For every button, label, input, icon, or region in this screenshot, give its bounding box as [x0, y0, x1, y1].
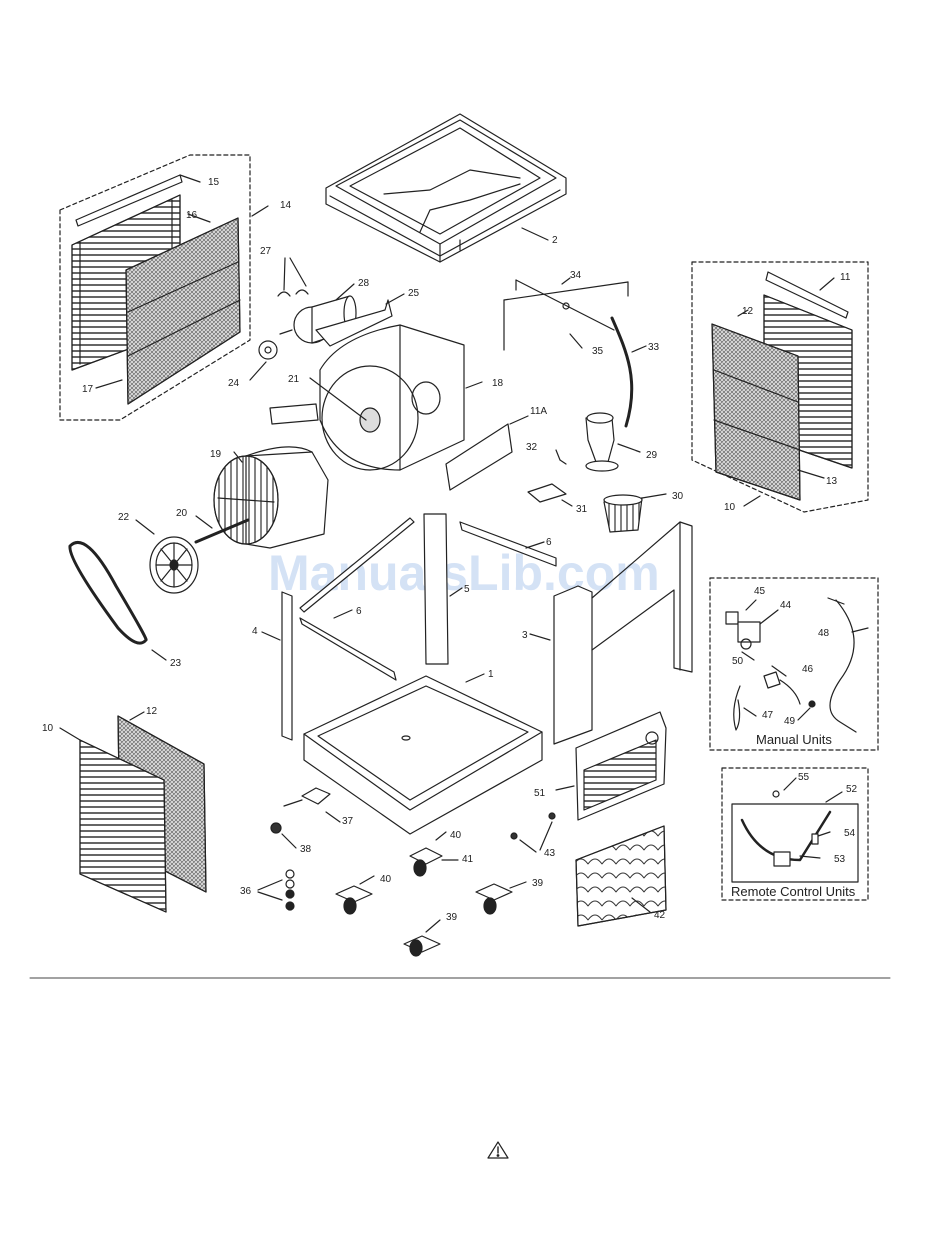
callout-55: 55: [798, 772, 810, 783]
remote-units-label: Remote Control Units: [731, 884, 856, 899]
callout-40b: 40: [380, 874, 392, 885]
callout-36: 36: [240, 886, 252, 897]
callout-37: 37: [342, 816, 354, 827]
callout-42: 42: [654, 910, 666, 921]
callout-11A: 11A: [530, 406, 547, 417]
callout-13: 13: [826, 476, 838, 487]
callout-16: 16: [186, 210, 198, 221]
drive-belt-23: [70, 542, 146, 643]
motor-pulley-24: [259, 341, 277, 359]
callout-5: 5: [464, 584, 470, 595]
callout-48: 48: [818, 628, 830, 639]
callout-12b: 12: [742, 306, 754, 317]
callout-12a: 12: [146, 706, 158, 717]
callout-15: 15: [208, 177, 220, 188]
drain-kit-37: [284, 788, 330, 806]
callout-29: 29: [646, 450, 658, 461]
callout-50: 50: [732, 656, 744, 667]
center-channel-5: [424, 514, 448, 664]
blower-pulley-22: [150, 537, 198, 593]
callout-6b: 6: [356, 606, 362, 617]
callout-28: 28: [358, 278, 370, 289]
pump-29: [586, 413, 618, 471]
pump-bracket-31: [528, 484, 566, 502]
callout-27: 27: [260, 246, 272, 257]
callout-52: 52: [846, 784, 858, 795]
callout-34: 34: [570, 270, 582, 281]
blower-wheel-19: [214, 447, 328, 548]
water-tube-33: [612, 318, 632, 426]
callout-25: 25: [408, 288, 420, 299]
manual-units-label: Manual Units: [756, 732, 832, 747]
callout-54: 54: [844, 828, 856, 839]
callout-23: 23: [170, 658, 182, 669]
callout-44: 44: [780, 600, 792, 611]
callout-45: 45: [754, 586, 766, 597]
callout-30: 30: [672, 491, 684, 502]
callout-51: 51: [534, 788, 546, 799]
caster-41: [410, 848, 442, 876]
remote-unit-parts: [742, 791, 830, 866]
pump-filter-30: [604, 495, 642, 532]
callout-35: 35: [592, 346, 604, 357]
callout-3: 3: [522, 630, 528, 641]
motor-clips-27: [278, 258, 308, 296]
callout-10b: 10: [724, 502, 736, 513]
callout-49: 49: [784, 716, 796, 727]
front-grille-42: [576, 826, 666, 926]
callout-1: 1: [488, 669, 494, 680]
corner-post-4: [282, 592, 292, 740]
callout-53: 53: [834, 854, 846, 865]
water-distribution-34: [504, 280, 628, 350]
callout-43: 43: [544, 848, 556, 859]
callout-21: 21: [288, 374, 300, 385]
callout-38: 38: [300, 844, 312, 855]
remote-inner-box: [732, 804, 858, 882]
callout-33: 33: [648, 342, 660, 353]
caster-40: [336, 886, 372, 914]
base-pan-1: [304, 676, 542, 834]
caster-39b: [404, 936, 440, 956]
callout-47: 47: [762, 710, 774, 721]
callout-2: 2: [552, 235, 558, 246]
callout-6a: 6: [546, 537, 552, 548]
callout-14: 14: [280, 200, 292, 211]
screw-43a: [511, 833, 517, 839]
callout-41: 41: [462, 854, 474, 865]
callout-46: 46: [802, 664, 814, 675]
manual-unit-parts: [726, 598, 856, 732]
callout-31: 31: [576, 504, 588, 515]
callout-19: 19: [210, 449, 222, 460]
warning-triangle-icon: [488, 1142, 508, 1158]
callout-20: 20: [176, 508, 188, 519]
cross-rail-6b: [300, 618, 396, 680]
caster-39a: [476, 884, 512, 914]
callout-4: 4: [252, 626, 258, 637]
callout-32: 32: [526, 442, 538, 453]
callout-40a: 40: [450, 830, 462, 841]
callout-24: 24: [228, 378, 240, 389]
screw-32: [560, 460, 566, 464]
callout-39a: 39: [532, 878, 544, 889]
callout-22: 22: [118, 512, 130, 523]
callout-39b: 39: [446, 912, 458, 923]
callout-11: 11: [840, 272, 851, 283]
callout-18: 18: [492, 378, 504, 389]
washers-36: [286, 870, 294, 910]
screw-43b: [549, 813, 555, 819]
plug-38: [271, 823, 281, 833]
top-lid: [326, 114, 566, 262]
callout-17: 17: [82, 384, 94, 395]
callout-10a: 10: [42, 723, 54, 734]
